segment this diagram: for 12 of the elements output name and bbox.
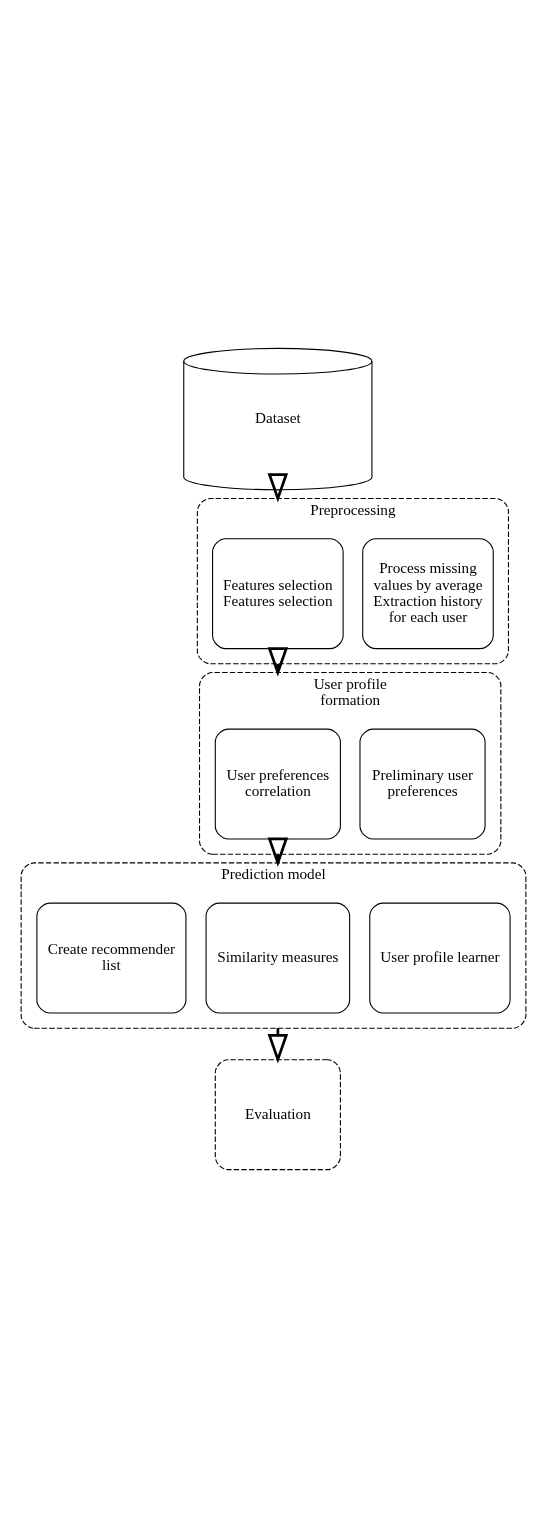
node-box: Evaluation <box>214 1058 341 1170</box>
node-box: User preferences correlation <box>214 728 341 839</box>
node-box: Preliminary user preferences <box>359 728 486 839</box>
node-box: Create recommender list <box>36 902 187 1014</box>
node-box: Similarity measures <box>205 902 351 1014</box>
arrow <box>267 472 289 503</box>
node-box: Process missing values by average Extraction history for each user <box>362 537 494 649</box>
node-box: User profile learner <box>369 902 511 1014</box>
arrow <box>267 646 289 677</box>
node-box: Features selection Features selection <box>212 537 344 649</box>
arrow <box>267 837 289 867</box>
arrow <box>267 1027 289 1063</box>
